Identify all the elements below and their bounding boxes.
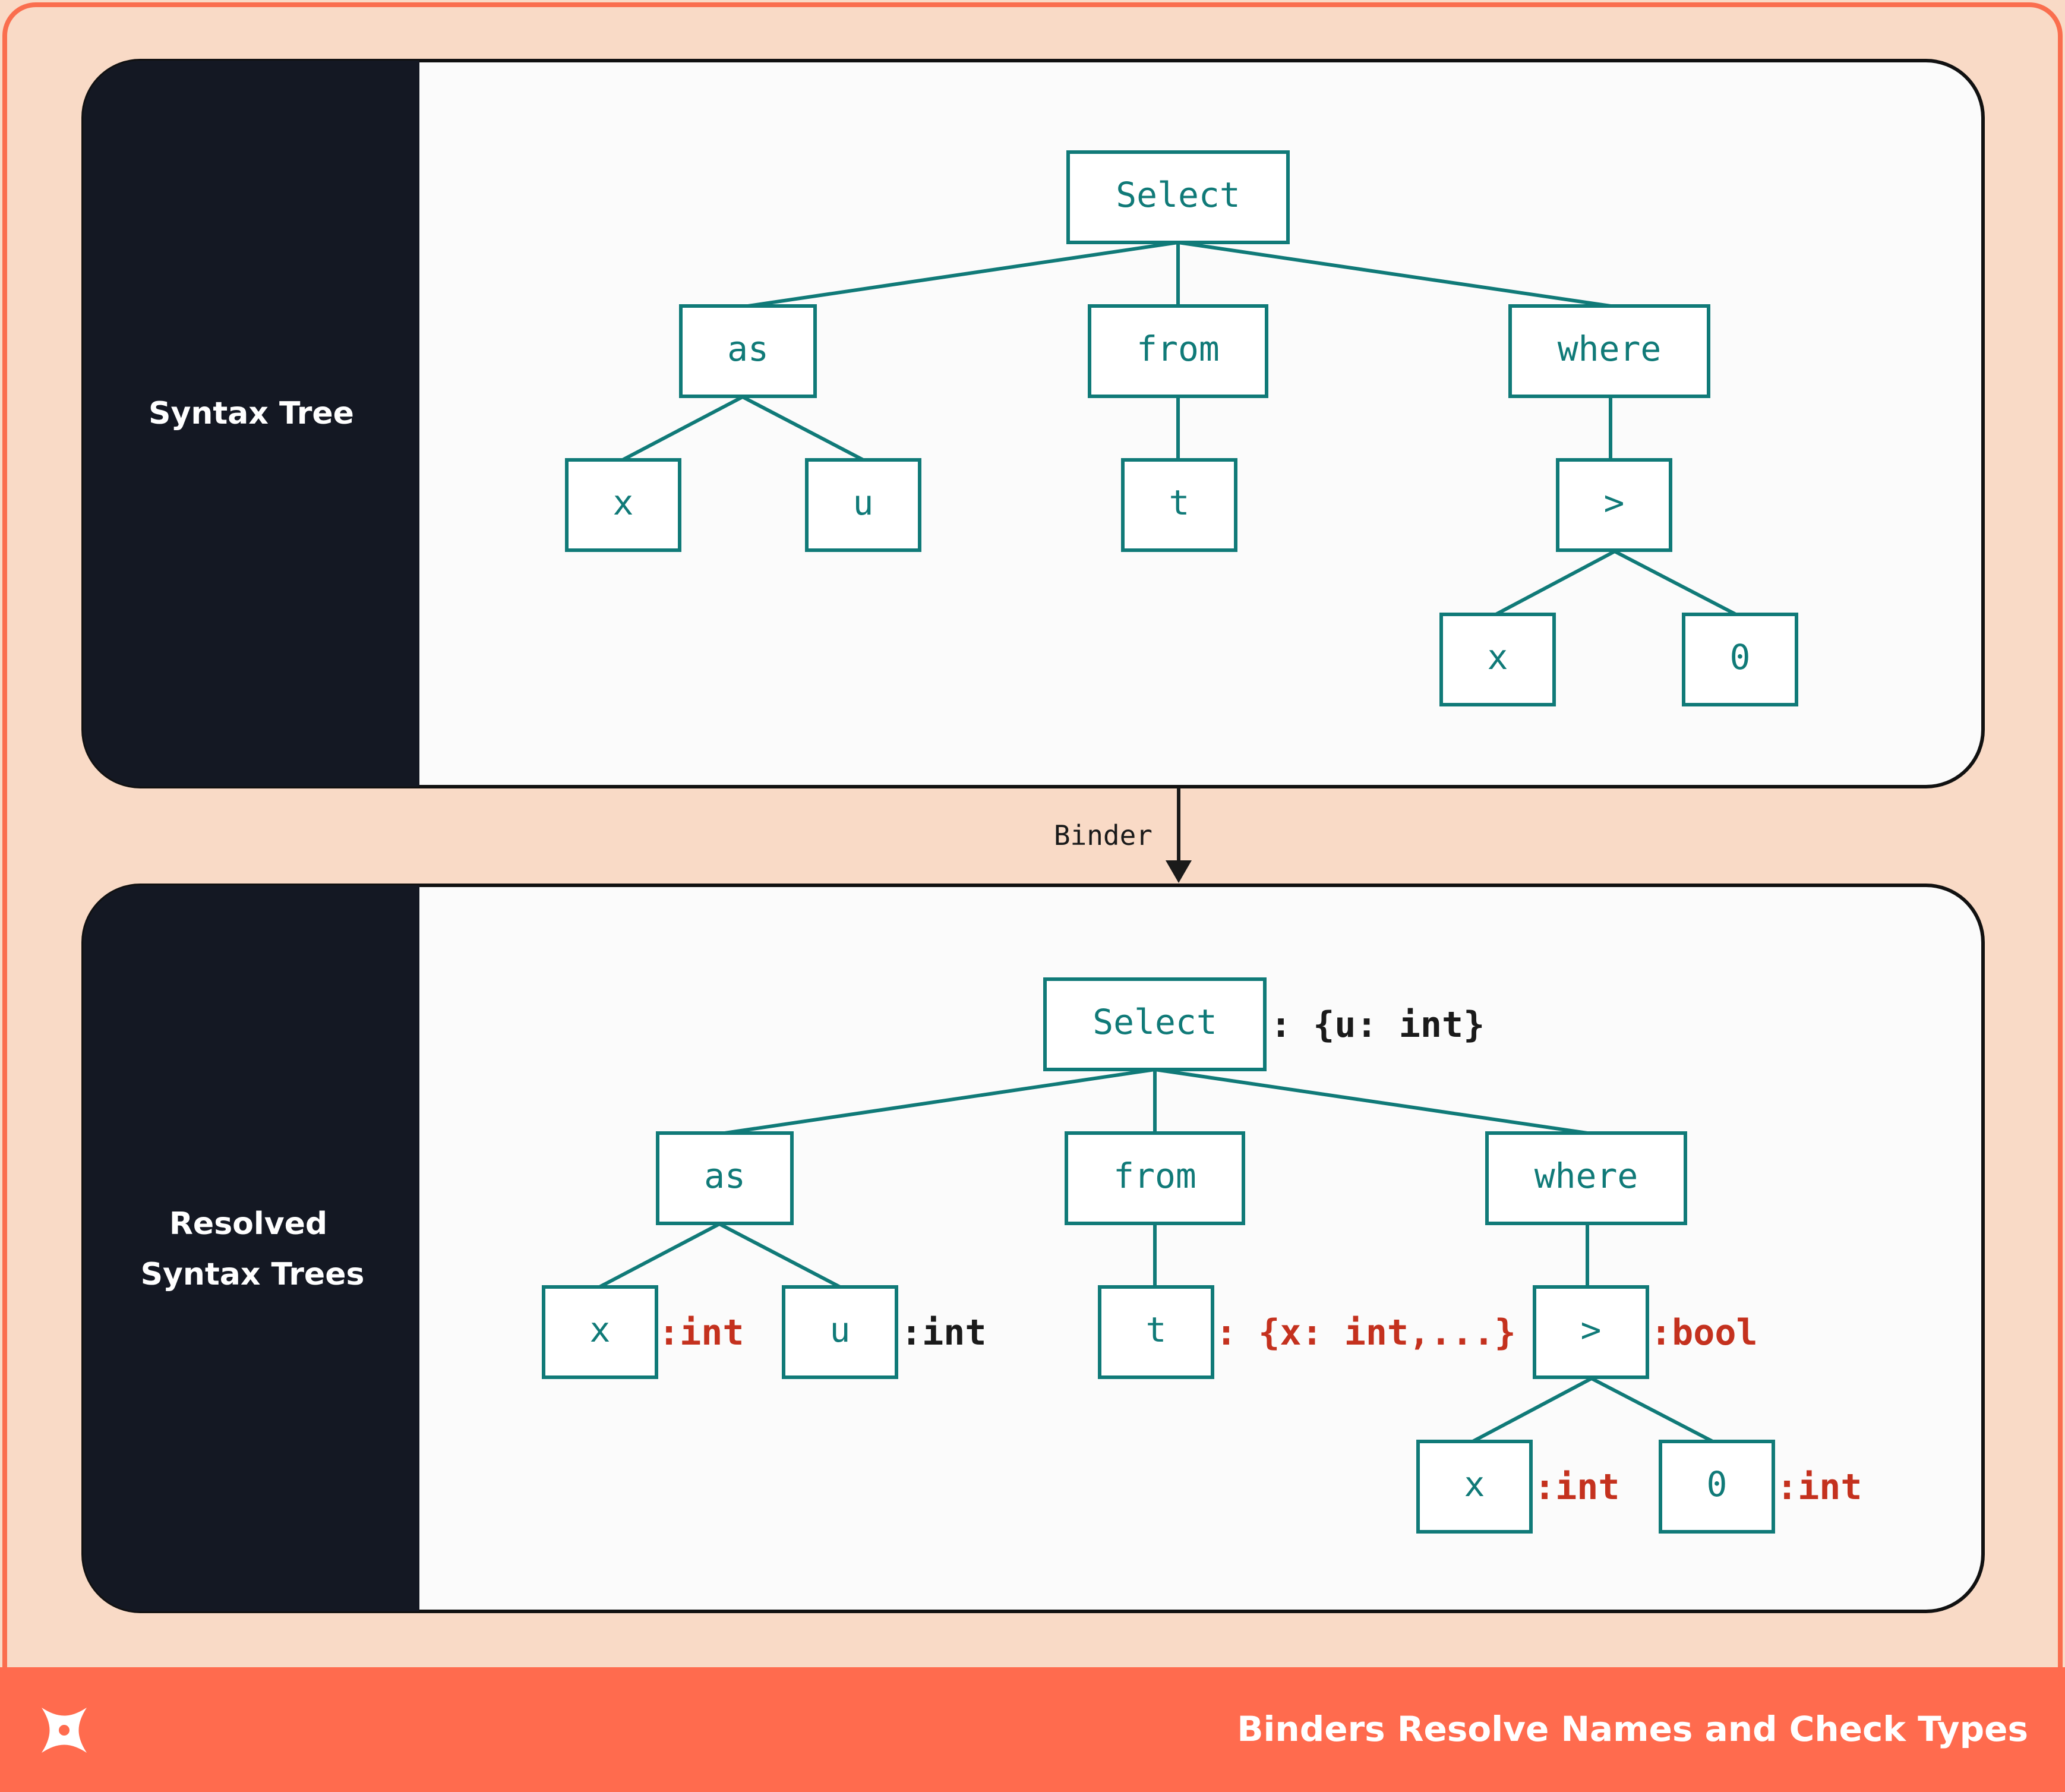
edge	[718, 1222, 841, 1289]
node-label: x	[590, 1310, 611, 1350]
node-box	[1508, 304, 1710, 398]
arrow-head-icon	[1166, 860, 1192, 883]
footer-logo	[42, 1708, 87, 1753]
tree-node-gt: >	[1533, 1285, 1649, 1379]
edge	[1614, 550, 1737, 616]
node-label: u	[853, 482, 874, 523]
type-annotation-u: :int	[901, 1312, 987, 1354]
tree-node-select: Select	[1043, 977, 1267, 1071]
node-box	[542, 1285, 658, 1379]
tree-node-zero: 0	[1682, 613, 1798, 706]
node-label: x	[1488, 637, 1508, 677]
edge	[1495, 550, 1616, 616]
tree-node-from: from	[1088, 304, 1268, 398]
tree-node-x: x	[542, 1285, 658, 1379]
type-annotation-x: :int	[658, 1312, 744, 1354]
tree-edges	[621, 241, 1737, 616]
node-label: t	[1169, 482, 1190, 523]
tree-node-x-child: x	[1416, 1440, 1533, 1534]
arrow-label: Binder	[1054, 819, 1153, 851]
node-box	[1533, 1285, 1649, 1379]
node-label: >	[1581, 1310, 1602, 1350]
node-box	[1439, 613, 1556, 706]
node-box	[656, 1131, 794, 1225]
node-label: Select	[1093, 1002, 1217, 1042]
node-label: 0	[1707, 1464, 1728, 1504]
node-box	[1556, 458, 1672, 552]
footer-title: Binders Resolve Names and Check Types	[1237, 1709, 2028, 1749]
tree-node-from: from	[1065, 1131, 1245, 1225]
panel-label-block	[83, 61, 419, 787]
edge	[621, 395, 744, 462]
tree-node-gt: >	[1556, 458, 1672, 552]
binder-arrow: Binder	[1054, 788, 1192, 883]
type-annotation-x-child: :int	[1534, 1466, 1620, 1508]
node-label: 0	[1730, 637, 1751, 677]
type-annotation-select: : {u: int}	[1270, 1004, 1485, 1046]
type-annotation-zero: :int	[1776, 1466, 1862, 1508]
node-label: Select	[1116, 175, 1240, 215]
tree-edges	[598, 1068, 1714, 1443]
tree-node-where: where	[1485, 1131, 1687, 1225]
node-box	[1682, 613, 1798, 706]
node-box	[1416, 1440, 1533, 1534]
tree-node-u: u	[782, 1285, 898, 1379]
tree-node-t: t	[1098, 1285, 1214, 1379]
node-box	[1121, 458, 1237, 552]
tree-node-where: where	[1508, 304, 1710, 398]
node-box	[1485, 1131, 1687, 1225]
tree-node-zero: 0	[1659, 1440, 1775, 1534]
tree-node-as: as	[656, 1131, 794, 1225]
type-annotation-t: : {x: int,...}	[1215, 1312, 1516, 1354]
edge	[741, 395, 864, 462]
node-label: from	[1136, 329, 1220, 369]
node-label: u	[830, 1310, 851, 1350]
panel-syntax-tree: Syntax Tree Select as	[81, 59, 1985, 788]
node-box	[1065, 1131, 1245, 1225]
edge	[1590, 1377, 1714, 1443]
node-box	[1659, 1440, 1775, 1534]
panel-label-line-1: Resolved	[169, 1206, 327, 1242]
panel-label-block	[83, 885, 419, 1611]
node-box	[1088, 304, 1268, 398]
node-box	[1043, 977, 1267, 1071]
node-label: t	[1146, 1310, 1167, 1350]
tree-node-as: as	[679, 304, 817, 398]
tree-node-x-child: x	[1439, 613, 1556, 706]
tree-node-x: x	[565, 458, 681, 552]
tree-node-t: t	[1121, 458, 1237, 552]
type-annotation-gt: :bool	[1650, 1312, 1758, 1354]
node-label: where	[1534, 1156, 1638, 1196]
node-box	[782, 1285, 898, 1379]
edge	[1154, 1068, 1588, 1135]
node-box	[1098, 1285, 1214, 1379]
edge	[1472, 1377, 1593, 1443]
panel-label-line-2: Syntax Trees	[141, 1257, 365, 1292]
panel-label: Syntax Tree	[149, 396, 354, 431]
panel-resolved-syntax-trees: Resolved Syntax Trees Select	[81, 884, 1985, 1613]
edge	[598, 1222, 721, 1289]
footer-bar	[0, 1667, 2065, 1792]
edge	[724, 1068, 1155, 1135]
x-logo-icon	[42, 1708, 87, 1753]
node-label: as	[704, 1156, 746, 1196]
node-box	[1066, 150, 1290, 244]
edge	[1177, 241, 1611, 308]
tree-node-u: u	[805, 458, 921, 552]
node-label: x	[613, 482, 634, 523]
node-label: where	[1558, 329, 1662, 369]
edge	[747, 241, 1179, 308]
node-label: as	[727, 329, 769, 369]
node-box	[805, 458, 921, 552]
node-box	[679, 304, 817, 398]
node-label: x	[1464, 1464, 1485, 1504]
tree-node-select: Select	[1066, 150, 1290, 244]
node-label: from	[1113, 1156, 1196, 1196]
node-box	[565, 458, 681, 552]
node-label: >	[1604, 482, 1625, 523]
